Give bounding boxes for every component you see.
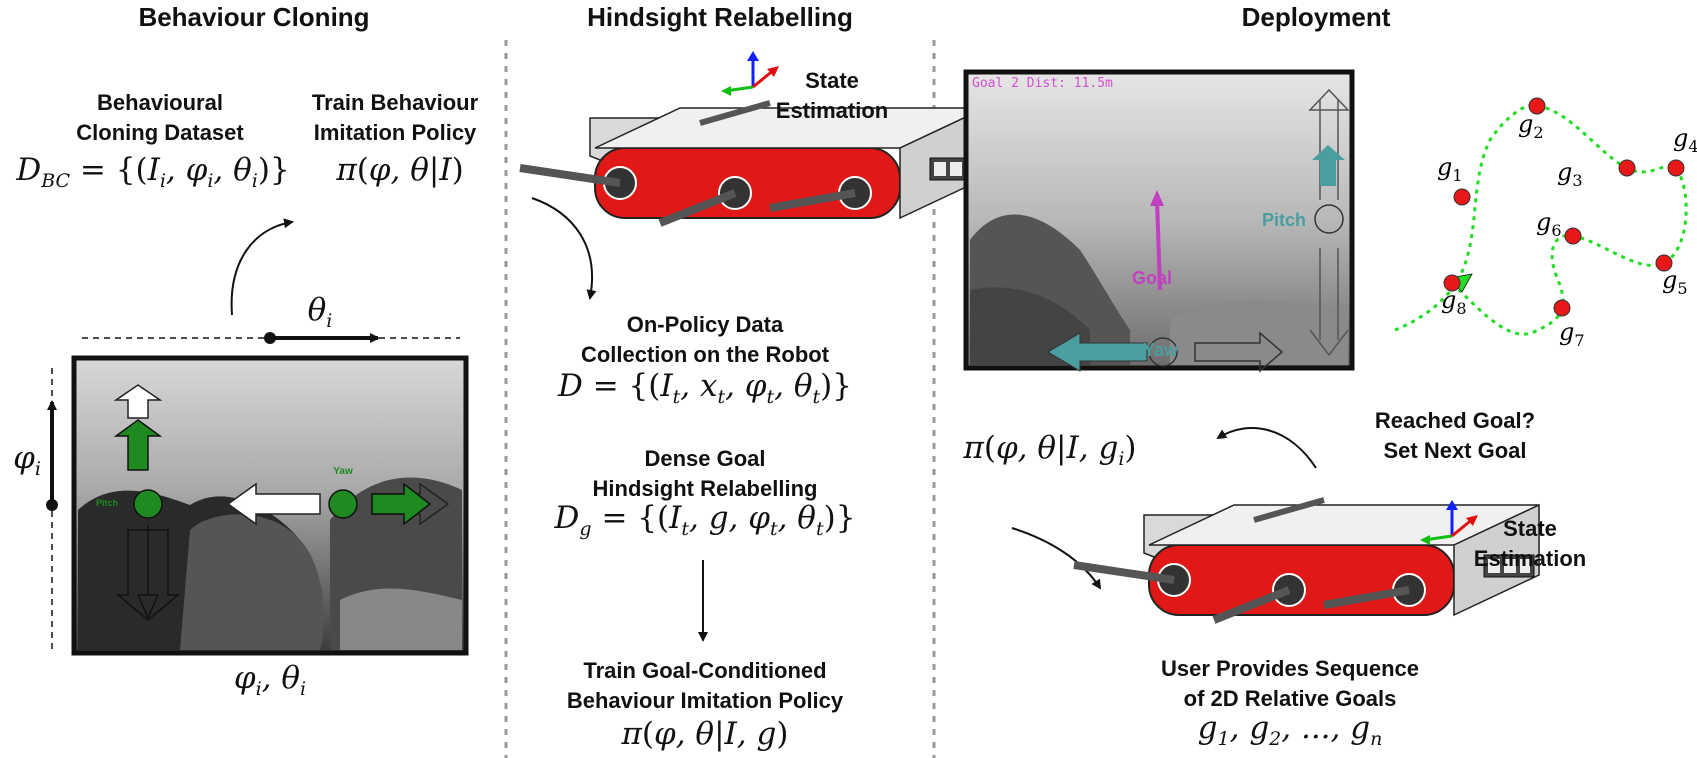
header-hindsight-relabelling: Hindsight Relabelling: [587, 2, 853, 32]
hr-collection-line1: On-Policy Data: [626, 312, 784, 337]
goal-label-g5: g5: [1662, 266, 1688, 298]
goal-label-g2: g2: [1518, 110, 1544, 142]
goal-point-g8: [1443, 274, 1461, 292]
bc-dataset-label-line2: Cloning Dataset: [76, 120, 244, 145]
bc-policy-formula: π(φ, θ|I): [336, 152, 464, 188]
bc-train-label: Train Behaviour Imitation Policy: [285, 88, 505, 148]
deploy-overlay-goal: Goal: [1132, 268, 1173, 288]
hr-train-label: Train Goal-Conditioned Behaviour Imitati…: [535, 656, 875, 716]
bc-train-label-line1: Train Behaviour: [311, 90, 479, 115]
goal-label-g3: g3: [1557, 158, 1583, 190]
hr-dense-line1: Dense Goal: [644, 446, 766, 471]
deploy-camera-image: [970, 214, 1348, 365]
phi-i-label: φi: [13, 440, 41, 481]
goal-label-g4: g4: [1673, 124, 1697, 156]
goal-point-g1: [1453, 188, 1471, 206]
deploy-policy-formula: π(φ, θ|I, gi): [963, 430, 1137, 471]
bc-train-label-line2: Imitation Policy: [313, 120, 477, 145]
deploy-reached-line2: Set Next Goal: [1383, 438, 1527, 463]
deploy-user-line2: of 2D Relative Goals: [1183, 686, 1397, 711]
deploy-user-label: User Provides Sequence of 2D Relative Go…: [1140, 654, 1440, 714]
bc-dataset-formula: DBC = {(Ii, φi, θi)}: [16, 152, 290, 193]
header-behaviour-cloning: Behaviour Cloning: [138, 2, 370, 32]
deploy-state-estimation: State Estimation: [1460, 514, 1600, 574]
goal-label-g7: g7: [1559, 318, 1585, 350]
hr-train-line2: Behaviour Imitation Policy: [566, 688, 844, 713]
bc-image-caption: φi, θi: [233, 660, 307, 701]
bc-overlay-pitch: Pitch: [95, 498, 118, 508]
goal-point-g3: [1618, 159, 1636, 177]
goal-point-g5: [1655, 254, 1673, 272]
bc-dataset-label-line1: Behavioural: [97, 90, 223, 115]
hr-dense-formula: Dg = {(It, g, φt, θt)}: [554, 500, 856, 541]
deploy-status-text: Goal 2 Dist: 11.5m: [972, 76, 1113, 91]
goal-point-g4: [1667, 159, 1685, 177]
goal-point-g6: [1564, 227, 1582, 245]
hr-dense-label: Dense Goal Hindsight Relabelling: [550, 444, 860, 504]
hr-collection-line2: Collection on the Robot: [580, 342, 830, 367]
bc-overlay-yaw: Yaw: [333, 466, 353, 477]
goal-label-g1: g1: [1437, 153, 1463, 185]
hr-train-formula: π(φ, θ|I, g): [621, 716, 789, 752]
hr-train-line1: Train Goal-Conditioned: [583, 658, 827, 683]
bc-dataset-label: Behavioural Cloning Dataset: [40, 88, 280, 148]
hr-state-line1: State: [805, 68, 859, 93]
hr-state-estimation: State Estimation: [762, 66, 902, 126]
goal-point-g7: [1553, 299, 1571, 317]
deploy-goals-formula: g1, g2, ..., gn: [1197, 710, 1383, 751]
deploy-state-line2: Estimation: [1473, 546, 1587, 571]
goal-point-g2: [1528, 97, 1546, 115]
theta-i-label: θi: [307, 292, 333, 333]
deploy-state-line1: State: [1503, 516, 1557, 541]
goal-label-g6: g6: [1536, 208, 1562, 240]
deploy-overlay-pitch: Pitch: [1262, 210, 1307, 230]
goal-label-g8: g8: [1441, 286, 1467, 318]
hr-state-line2: Estimation: [775, 98, 889, 123]
hr-collection-formula: D = {(It, xt, φt, θt)}: [557, 368, 852, 409]
deploy-user-line1: User Provides Sequence: [1160, 656, 1419, 681]
hr-dense-line2: Hindsight Relabelling: [592, 476, 818, 501]
hr-collection-label: On-Policy Data Collection on the Robot: [550, 310, 860, 370]
deploy-reached-line1: Reached Goal?: [1374, 408, 1536, 433]
deploy-overlay-yaw: Yaw: [1143, 340, 1179, 360]
header-deployment: Deployment: [1241, 2, 1391, 32]
deploy-reached-goal: Reached Goal? Set Next Goal: [1340, 406, 1570, 466]
